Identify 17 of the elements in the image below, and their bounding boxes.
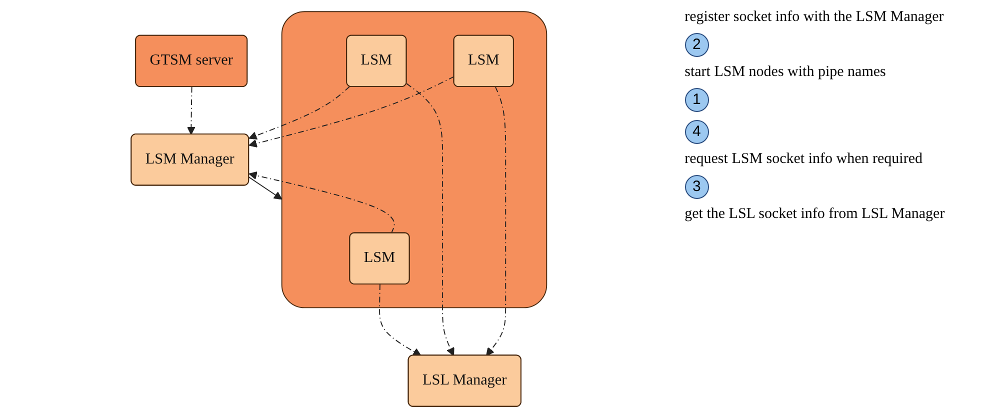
note-text: start LSM nodes with pipe names <box>684 64 887 81</box>
arrow <box>249 86 351 140</box>
step-number: 4 <box>684 120 709 144</box>
arrow <box>406 83 455 356</box>
arrow <box>249 171 396 234</box>
arrow <box>248 176 283 200</box>
step-number: 2 <box>684 33 709 57</box>
arrow <box>486 86 507 356</box>
arrow <box>249 76 456 148</box>
note-text: get the LSL socket info from LSL Manager <box>684 206 946 223</box>
note-text: register socket info with the LSM Manager <box>684 9 945 26</box>
cluster <box>282 11 548 308</box>
arrow <box>187 86 196 135</box>
step-number: 3 <box>684 175 709 199</box>
note-text: request LSM socket info when required <box>684 151 924 168</box>
arrow <box>379 284 422 356</box>
step-number: 1 <box>684 88 709 112</box>
